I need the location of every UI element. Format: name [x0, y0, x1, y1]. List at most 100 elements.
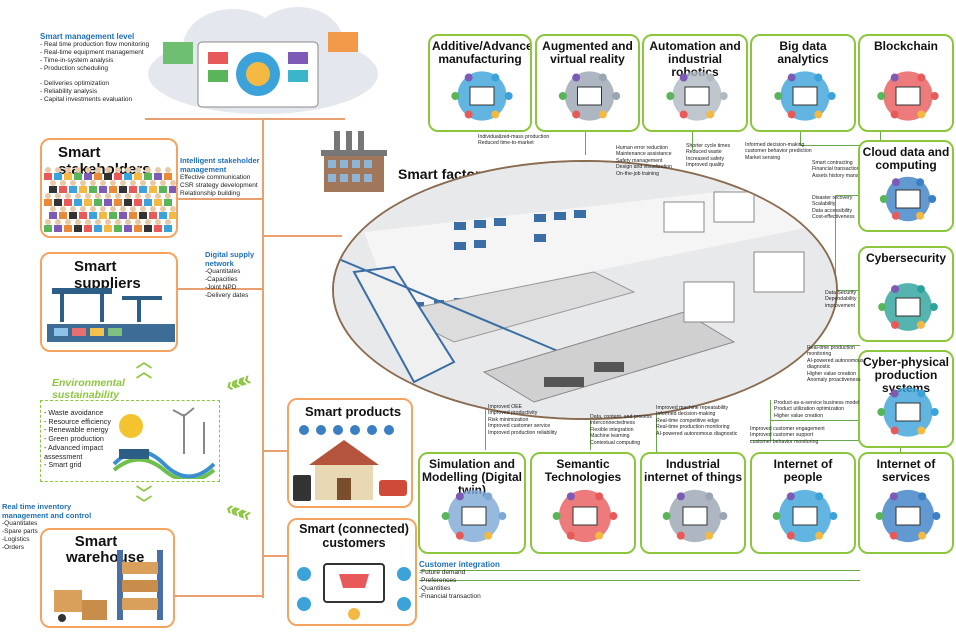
tech-note-item: Cost-effectiveness — [812, 214, 855, 221]
tech-title: Simulation and Modelling (Digital twin) — [422, 457, 522, 497]
stakeholders-box: Smart stakeholders — [40, 138, 178, 238]
list-item: -Orders — [2, 544, 25, 551]
arrows-left-icon: ««« — [222, 369, 251, 398]
tech-note-item: Data Security — [825, 290, 857, 296]
list-item: -Future demand — [419, 569, 466, 576]
tech-note-item: Anomaly proactiveness — [807, 377, 861, 384]
tech-title: Augmented and virtual reality — [542, 39, 633, 66]
tech-title: Big data analytics — [777, 39, 829, 66]
stakeholders-blue: Intelligent stakeholder management — [180, 156, 260, 174]
suppliers-blue: Digital supply network — [205, 250, 255, 268]
tech-title: Cybersecurity — [865, 251, 947, 265]
list-item: - Smart grid — [44, 460, 82, 470]
tech-illustration-icon — [774, 71, 836, 121]
tech-box: Semantic Technologies — [530, 452, 636, 554]
tech-note-item: Improved OEE — [488, 404, 523, 410]
tech-title: Industrial internet of things — [644, 457, 742, 484]
list-item: -Quantities — [419, 585, 451, 592]
customers-title: Smart (connected) customers — [299, 522, 409, 550]
tech-box: Automation and industrial robotics — [642, 34, 748, 132]
suppliers-title: Smart suppliers — [74, 258, 141, 292]
list-item: - Real time production flow monitoring — [40, 41, 150, 48]
tech-illustration-icon — [666, 71, 728, 121]
tech-note-item: Flexible integration — [590, 426, 634, 433]
list-item: Relationship building — [180, 190, 240, 197]
tech-note-item: improvement — [825, 302, 855, 309]
tech-illustration-icon — [441, 489, 507, 543]
tech-note-item: Shorter cycle times — [686, 143, 731, 149]
tech-illustration-icon — [451, 71, 513, 121]
list-item: -Capacities — [205, 276, 238, 283]
crowd-icon — [44, 167, 176, 232]
warehouse-notes: Real time inventory management and contr… — [2, 502, 122, 552]
tech-box: Additive/Advanced manufacturing — [428, 34, 532, 132]
tech-title: Internet of services — [876, 457, 936, 484]
tech-title: Cyber-physical production systems — [862, 355, 950, 395]
tech-note-item: AI-powered autonomous diagnostic — [656, 430, 738, 437]
tech-note-item: Smart contracting — [812, 160, 853, 166]
list-item: - Real-time equipment management — [40, 49, 144, 56]
tech-illustration-icon — [558, 71, 621, 121]
tech-note-item: Improved machine repeatability — [656, 405, 729, 411]
tech-box: Simulation and Modelling (Digital twin) — [418, 452, 526, 554]
tech-box: Cyber-physical production systems — [858, 350, 954, 448]
warehouse-title: Smart warehouse — [66, 533, 145, 566]
customers-notes: Customer integration -Future demand-Pref… — [419, 560, 519, 601]
customers-box: Smart (connected) customers — [287, 518, 417, 626]
tech-note-item: Dependability — [825, 296, 857, 303]
tech-note-item: Real-time competitive edge — [656, 417, 719, 424]
environment-box: - Waste avoidance- Resource efficiency - … — [40, 400, 220, 482]
tech-note-item: Safety management — [616, 157, 663, 164]
list-item: -Spare parts — [2, 528, 38, 535]
tech-box: Cybersecurity — [858, 246, 954, 342]
chevron-down-icon: ﹀﹀ — [136, 486, 153, 513]
customers-blue: Customer integration — [419, 560, 500, 569]
tech-title: Additive/Advanced manufacturing — [432, 39, 532, 66]
tech-box: Industrial internet of things — [640, 452, 746, 554]
tech-title: Blockchain — [873, 39, 939, 53]
tech-note-item: Individualized-mass production — [478, 134, 550, 140]
tech-note-item: Human error reduction — [616, 145, 668, 151]
warehouse-list: -Quantitates-Spare parts-Logistics-Order… — [2, 520, 122, 552]
tech-illustration-icon — [878, 283, 938, 331]
list-item: -Joint NPD — [205, 284, 237, 291]
list-item: -Financial transaction — [419, 593, 481, 600]
factory-floor — [332, 160, 838, 420]
list-item: -Delivery dates — [205, 292, 249, 299]
list-item: - Deliveries optimization — [40, 80, 109, 87]
list-item: - Capital investments evaluation — [40, 96, 133, 103]
list-item: Effective communication — [180, 174, 251, 181]
management-title: Smart management level — [40, 32, 135, 41]
ecommerce-icon — [297, 563, 411, 620]
list-item: -Preferences — [419, 577, 457, 584]
tech-note-item: Informed decision-making — [745, 142, 805, 148]
tech-note-item: Improved productivity — [488, 410, 538, 417]
tech-note-item: Informed decision-making — [656, 411, 716, 418]
list-item: - Waste avoidance — [44, 408, 104, 417]
list-item: - Resource efficiency — [44, 416, 111, 426]
management-text: Smart management level - Real time produ… — [40, 32, 190, 104]
tech-box: Blockchain — [858, 34, 954, 132]
tech-illustration-icon — [879, 176, 937, 222]
tech-note-item: Improved production reliability — [488, 429, 557, 436]
tech-title: Semantic Technologies — [544, 457, 622, 484]
chevron-up-icon: ︿︿ — [136, 354, 153, 381]
management-list: - Real time production flow monitoring- … — [40, 41, 190, 104]
tech-note-item: customer behavior monitoring — [750, 438, 819, 445]
list-item: -Quantitates — [205, 268, 241, 275]
list-item: CSR strategy development — [180, 182, 258, 189]
tech-note-item: Improved customer engagement — [750, 426, 825, 432]
suppliers-box: Smart suppliers — [40, 252, 178, 352]
tech-note-item: Increased safety — [686, 155, 725, 162]
customers-list: -Future demand-Preferences-Quantities-Fi… — [419, 569, 519, 601]
tech-note-item: Data, content, and process interconnecte… — [590, 414, 652, 427]
suppliers-list: -Quantitates-Capacities-Joint NPD-Delive… — [205, 268, 265, 300]
environment-title: Environmental sustainability — [52, 377, 125, 401]
tech-note-item: customer behavior prediction — [745, 148, 812, 155]
